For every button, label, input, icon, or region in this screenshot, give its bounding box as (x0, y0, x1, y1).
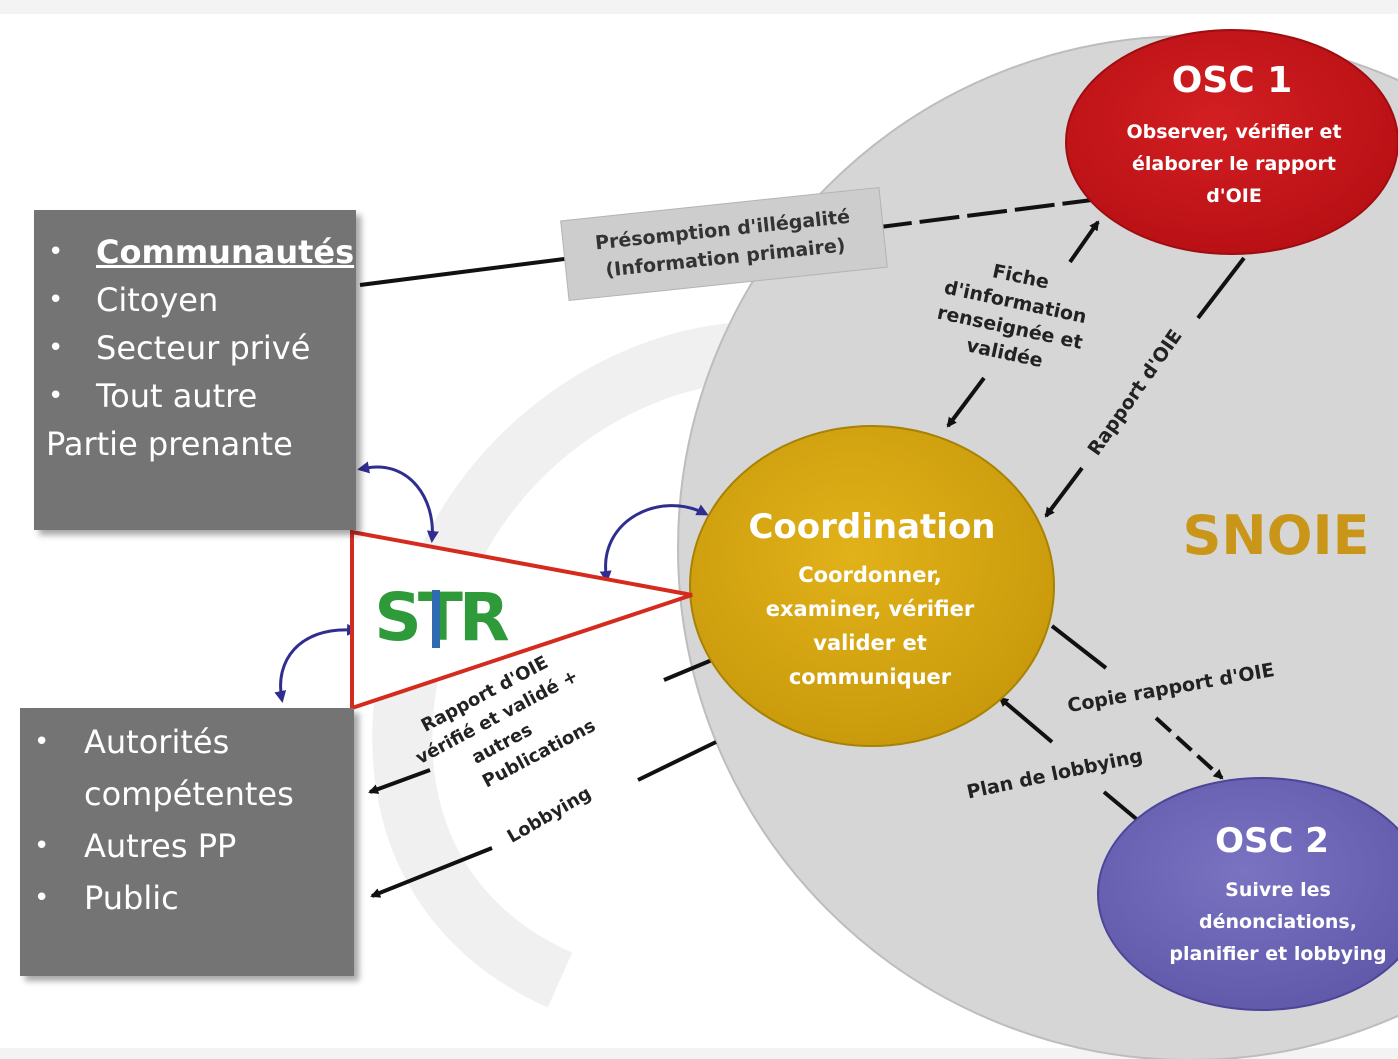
str-triangle: STR (350, 529, 693, 711)
presumption-label-box: Présomption d'illégalité (Information pr… (560, 186, 888, 302)
connector-presumption-osc1 (871, 198, 1093, 230)
top-frame-band (0, 0, 1398, 14)
stakeholder-item-communautes: Communautés (34, 228, 356, 276)
arrow-osc1-down (1068, 220, 1100, 264)
osc2-line-2: dénonciations, (1199, 911, 1357, 933)
stakeholder-item-citoyen: Citoyen (34, 276, 356, 324)
coordination-line-1: Coordonner, (798, 563, 941, 587)
osc1-line-3: d'OIE (1206, 185, 1262, 207)
arrow-lobbying-to-coordination (998, 696, 1054, 744)
str-logo: STR (374, 579, 509, 656)
snoie-label: SNOIE (1183, 504, 1370, 567)
connector-stakeholders-presumption (359, 256, 573, 287)
curved-arrow-str-coordination (599, 504, 709, 583)
curved-arrow-stakeholders-str (357, 461, 439, 543)
connector-coordination-rapport-verifie (663, 658, 713, 682)
arrow-copie-to-osc2 (1154, 716, 1224, 780)
authority-item-autres-pp: Autres PP (20, 820, 354, 872)
curved-arrow-str-authorities (274, 623, 359, 703)
authority-item-autorites: Autorités compétentes (20, 716, 354, 820)
osc1-line-2: élaborer le rapport (1132, 153, 1336, 175)
osc2-title: OSC 2 (1215, 821, 1329, 861)
stakeholder-item-tout-autre: Tout autre (34, 372, 356, 420)
osc1-title: OSC 1 (1172, 60, 1293, 101)
coordination-line-2: examiner, vérifier (766, 597, 975, 621)
arrow-rapport-to-coordination (1044, 466, 1084, 518)
osc2-node: OSC 2 Suivre les dénonciations, planifie… (1097, 777, 1398, 1011)
background-swirl (372, 321, 829, 1008)
coordination-line-4: communiquer (789, 665, 952, 689)
coordination-node: Coordination Coordonner, examiner, vérif… (689, 425, 1055, 747)
coordination-title: Coordination (748, 507, 995, 547)
osc2-line-1: Suivre les (1225, 879, 1331, 901)
authorities-box: Autorités compétentes Autres PP Public (20, 708, 354, 976)
connector-osc1-rapport (1196, 256, 1246, 320)
connector-coordination-copie (1050, 624, 1108, 670)
stakeholder-trailing-text: Partie prenante (46, 425, 293, 463)
arrow-lobbying-to-authorities (370, 846, 493, 898)
connector-osc2-plan (1102, 790, 1142, 824)
osc1-line-1: Observer, vérifier et (1126, 121, 1341, 143)
bottom-frame-band (0, 1048, 1398, 1059)
authority-item-public: Public (20, 872, 354, 924)
stakeholder-item-secteur-prive: Secteur privé (34, 324, 356, 372)
connector-coordination-lobbying (637, 740, 717, 782)
osc2-line-3: planifier et lobbying (1169, 943, 1386, 965)
coordination-line-3: valider et (813, 631, 926, 655)
osc1-node: OSC 1 Observer, vérifier et élaborer le … (1065, 29, 1398, 255)
arrow-fiche-to-coordination (946, 376, 986, 428)
arrow-rapport-verifie-to-authorities (368, 768, 431, 794)
lobbying-label: Lobbying (504, 783, 595, 848)
stakeholders-box: Communautés Citoyen Secteur privé Tout a… (34, 210, 356, 530)
